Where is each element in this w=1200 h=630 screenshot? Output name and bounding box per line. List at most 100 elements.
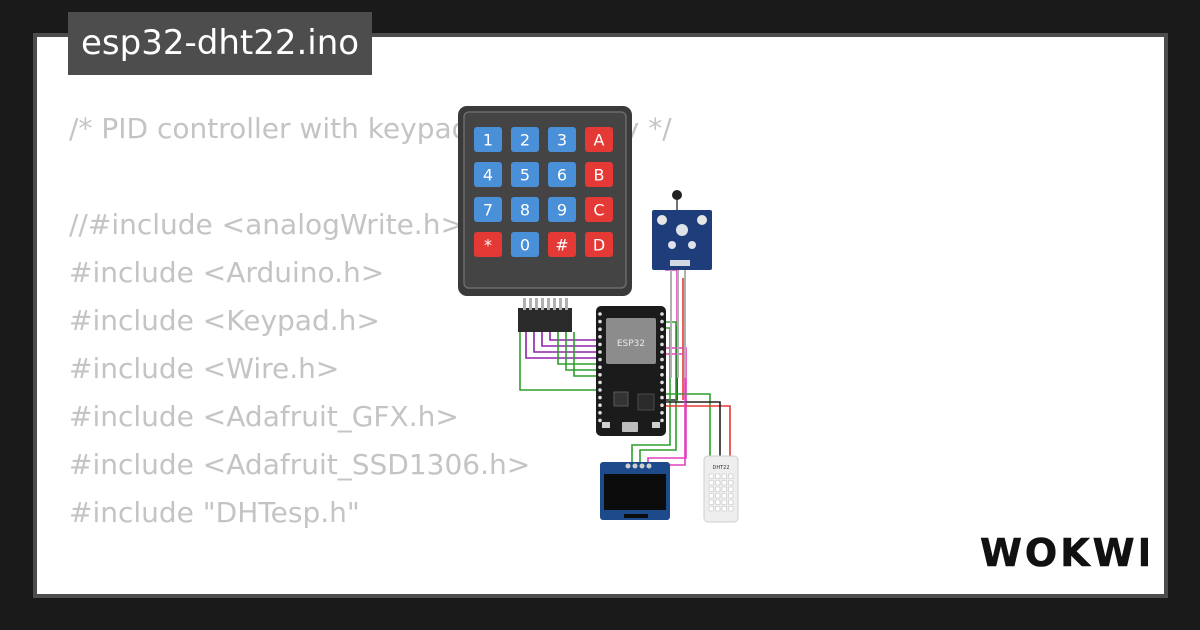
keypad-key: 9: [548, 197, 576, 222]
dht22-vent: [708, 506, 714, 512]
keypad-key-face: [474, 197, 502, 222]
dht22-vent: [708, 486, 714, 492]
esp32-pin: [660, 312, 664, 316]
dht22-vent: [715, 486, 721, 492]
esp32-pin: [660, 342, 664, 347]
esp32-pin: [598, 342, 602, 347]
esp32-pin: [598, 319, 602, 324]
dht22-vent: [721, 506, 727, 512]
keypad-key: 0: [511, 232, 539, 257]
thermistor: [672, 190, 682, 200]
keypad-key-face: [548, 197, 576, 222]
dht22-vent: [728, 499, 734, 505]
esp32-pin: [598, 335, 602, 339]
keypad-key-label: B: [594, 166, 605, 185]
dht22-vent: [728, 480, 734, 486]
keypad-key-face: [585, 127, 613, 152]
esp32-pin: [598, 380, 602, 385]
keypad-key-label: 3: [557, 131, 567, 150]
esp32-pin: [598, 350, 602, 354]
esp32-pin: [660, 319, 664, 324]
esp32-pin: [598, 373, 602, 377]
keypad-key: 3: [548, 127, 576, 152]
keypad-key-label: *: [484, 236, 492, 255]
wire: [533, 332, 600, 353]
keypad-key-face: [511, 197, 539, 222]
keypad-key: 1: [474, 127, 502, 152]
temperature-sensor-module: [652, 190, 712, 378]
keypad-key: B: [585, 162, 613, 187]
keypad-key: D: [585, 232, 613, 257]
dht22-sensor-module: DHT22: [703, 455, 739, 523]
keypad-key-face: [548, 127, 576, 152]
esp32-pin: [660, 418, 664, 423]
dht22-vent: [721, 480, 727, 486]
dht22-vent: [728, 473, 734, 479]
wire: [660, 393, 711, 456]
esp32-pin: [660, 388, 664, 392]
esp32-pin: [660, 357, 664, 362]
wire: [565, 332, 600, 371]
keypad-key: 7: [474, 197, 502, 222]
esp32-pin: [598, 388, 602, 392]
wire: [660, 405, 731, 456]
code-line: #include <Wire.h>: [69, 352, 340, 385]
esp32-pin: [598, 365, 602, 370]
dht22-vents: [708, 473, 734, 512]
keypad-key-label: 8: [520, 201, 530, 220]
wire: [573, 332, 600, 377]
dht22-vent: [708, 499, 714, 505]
sensor-board: [652, 210, 712, 270]
keypad-key-face: [474, 232, 502, 257]
dht22-vent: [721, 486, 727, 492]
keypad-key-label: #: [555, 236, 568, 255]
keypad-key-face: [585, 162, 613, 187]
keypad-key-label: 6: [557, 166, 567, 185]
keypad-key-label: 7: [483, 201, 493, 220]
esp32-pin: [598, 403, 602, 408]
esp32-pin: [660, 395, 664, 400]
keypad-key: 5: [511, 162, 539, 187]
keypad-key-label: 9: [557, 201, 567, 220]
keypad-key-label: D: [593, 236, 605, 255]
esp32-pin: [598, 411, 602, 415]
dht22-vent: [715, 480, 721, 486]
esp32-pin: [598, 312, 602, 316]
esp32-pins: [598, 312, 664, 423]
keypad-key: #: [548, 232, 576, 257]
esp32-pin: [660, 403, 664, 408]
dht22-vent: [715, 506, 721, 512]
code-line: #include <Keypad.h>: [69, 304, 380, 337]
keypad-key-face: [548, 232, 576, 257]
dht22-vent: [715, 499, 721, 505]
keypad-key: 2: [511, 127, 539, 152]
code-line: #include <Adafruit_SSD1306.h>: [69, 448, 531, 481]
esp32-shield: [606, 318, 656, 364]
esp32-pin: [598, 418, 602, 423]
keypad-key-label: 2: [520, 131, 530, 150]
oled-screen: [604, 474, 666, 510]
keypad-key-face: [474, 127, 502, 152]
keypad-key: C: [585, 197, 613, 222]
esp32-board: ESP32: [596, 306, 666, 436]
keypad-key-label: C: [593, 201, 604, 220]
keypad-key-label: 4: [483, 166, 493, 185]
esp32-pin: [598, 395, 602, 400]
wire: [519, 332, 600, 391]
dht22-vent: [715, 473, 721, 479]
keypad-key-face: [585, 197, 613, 222]
esp32-label: ESP32: [617, 339, 645, 349]
esp32-pin: [598, 357, 602, 362]
code-line: //#include <analogWrite.h>: [69, 208, 464, 241]
keypad-key-label: 5: [520, 166, 530, 185]
keypad-wires: [519, 332, 600, 391]
dht22-vent: [708, 493, 714, 499]
dht22-vent: [728, 486, 734, 492]
dht22-vent: [708, 480, 714, 486]
dht22-vent: [715, 493, 721, 499]
esp32-pin: [598, 327, 602, 331]
keypad-key: 8: [511, 197, 539, 222]
